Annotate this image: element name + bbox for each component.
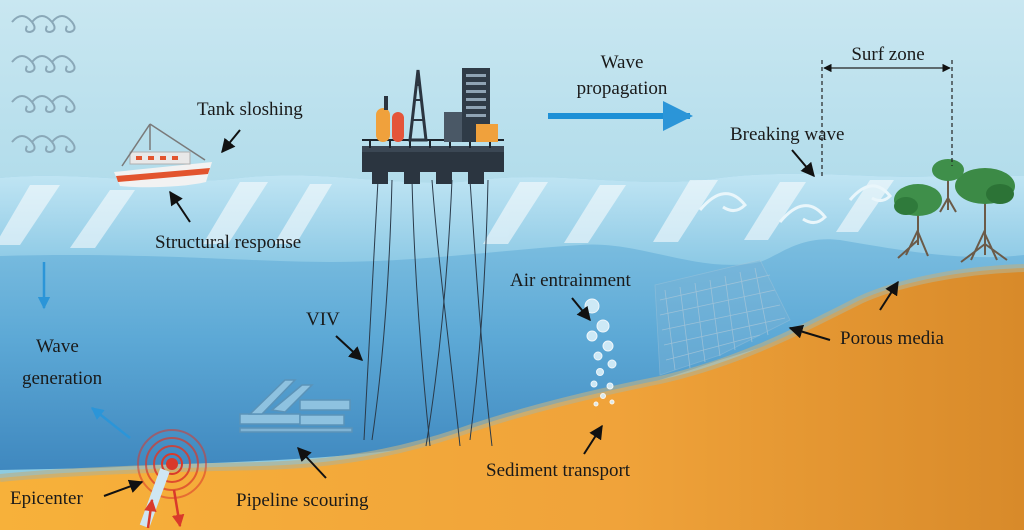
air-entrainment-arrow bbox=[571, 297, 591, 322]
mangrove-trees bbox=[894, 159, 1015, 263]
surf-zone-bracket bbox=[821, 60, 953, 176]
fault-line bbox=[139, 468, 170, 529]
ship bbox=[114, 123, 212, 188]
air-entrainment-label: Air entrainment bbox=[510, 270, 632, 291]
viv-label: VIV bbox=[306, 309, 340, 330]
pipeline bbox=[239, 379, 353, 433]
wave-generation-label-line2: generation bbox=[22, 368, 103, 389]
wave-generation-label-line1: Wave bbox=[36, 336, 79, 357]
wave-propagation-label-line1: Wave bbox=[601, 52, 644, 73]
porous-media-mesh bbox=[654, 259, 791, 376]
epicenter-arrow bbox=[103, 479, 144, 497]
structural-response-arrow bbox=[169, 190, 191, 223]
sediment-transport-label: Sediment transport bbox=[486, 460, 631, 481]
callout-arrows bbox=[103, 129, 899, 497]
tank-sloshing-arrow bbox=[221, 129, 241, 154]
epicenter-label: Epicenter bbox=[10, 488, 83, 509]
oil-platform bbox=[362, 68, 504, 184]
breaking-wave-crests bbox=[698, 184, 893, 224]
breaking-wave-arrow bbox=[791, 149, 815, 178]
air-bubbles bbox=[584, 298, 617, 407]
porous-media-arrow-2 bbox=[879, 280, 899, 311]
viv-arrow bbox=[335, 335, 364, 361]
wave-propagation-label-line2: propagation bbox=[577, 78, 668, 99]
fault-arrow-1 bbox=[144, 498, 157, 529]
porous-media-arrow-1 bbox=[788, 324, 831, 341]
tank-sloshing-label: Tank sloshing bbox=[197, 99, 303, 120]
wave-generation-arrow-up bbox=[91, 407, 131, 439]
pipeline-scouring-arrow bbox=[297, 446, 327, 479]
fault-arrow-2 bbox=[171, 489, 185, 528]
sediment-transport-arrow bbox=[583, 424, 603, 455]
epicenter-core bbox=[166, 458, 178, 470]
porous-media-label: Porous media bbox=[840, 328, 945, 349]
pipeline-scouring-label: Pipeline scouring bbox=[236, 490, 369, 511]
surf-zone-label: Surf zone bbox=[851, 44, 924, 65]
wave-streaks bbox=[0, 180, 894, 248]
breaking-wave-label: Breaking wave bbox=[730, 124, 844, 145]
platform-risers bbox=[363, 179, 493, 447]
epicenter-rings bbox=[137, 429, 207, 499]
seabed bbox=[0, 268, 1024, 530]
structural-response-label: Structural response bbox=[155, 232, 301, 253]
